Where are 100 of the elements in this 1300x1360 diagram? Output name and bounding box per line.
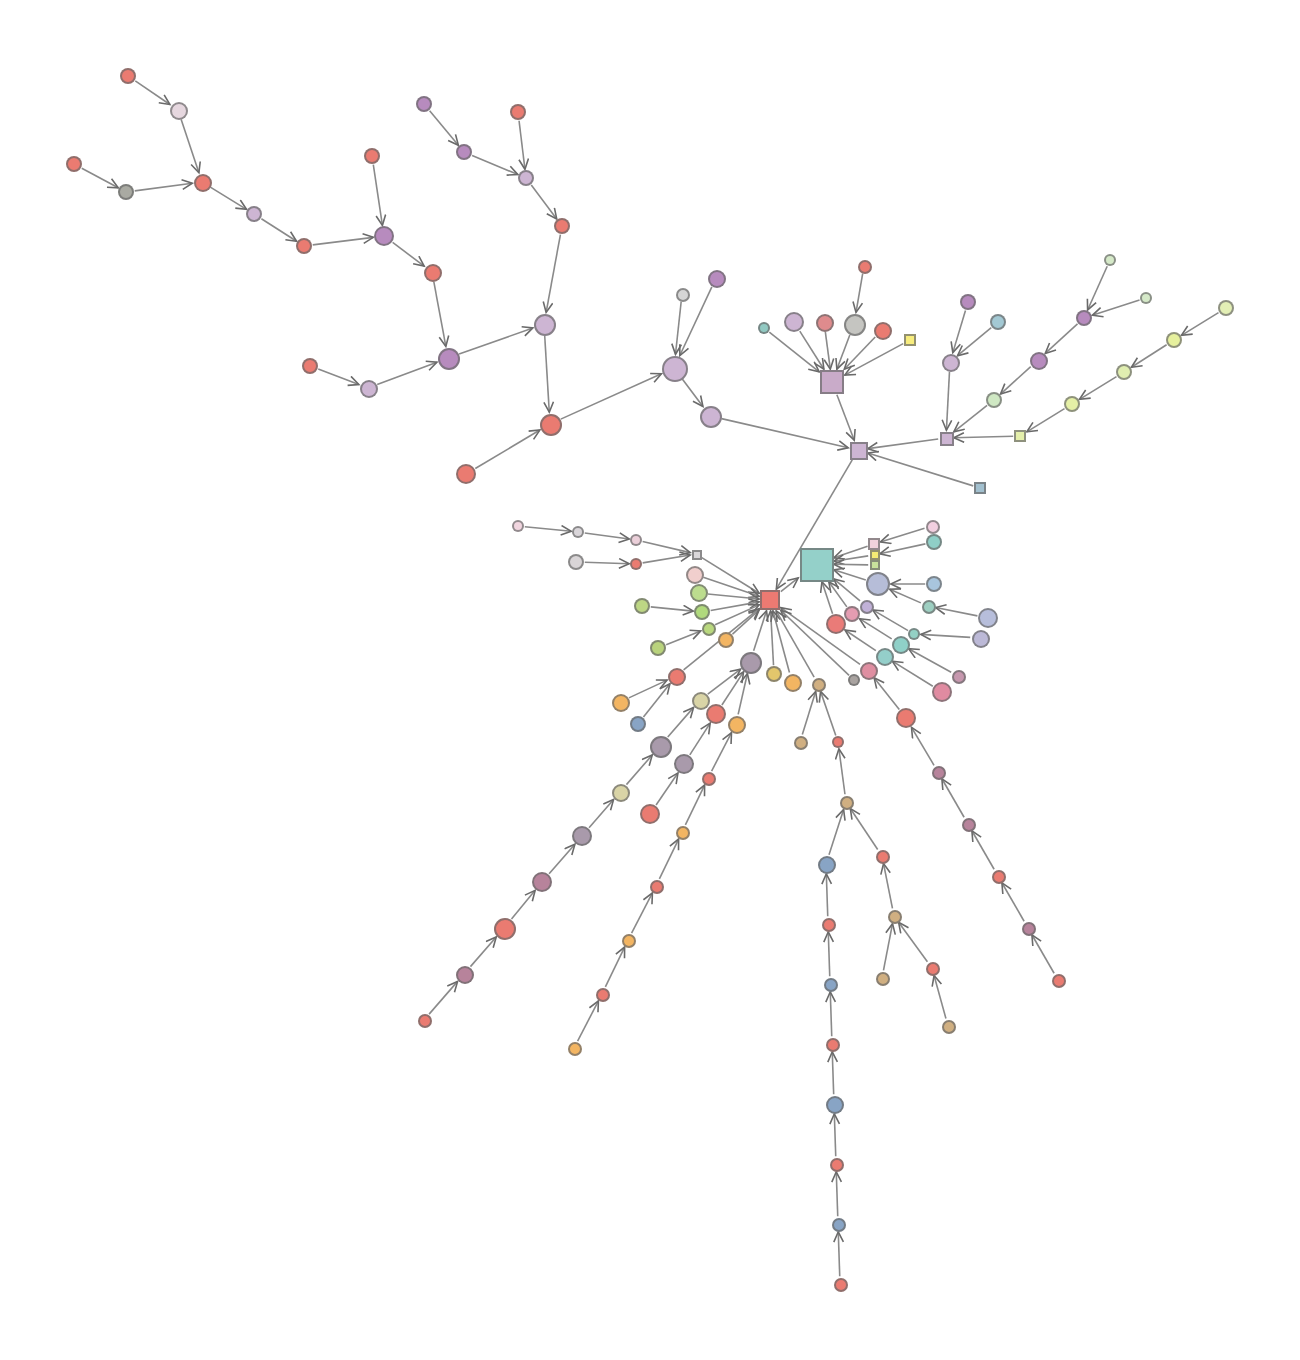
circle-node — [1140, 292, 1152, 304]
arrow — [731, 609, 760, 635]
arrow — [559, 372, 663, 420]
circle-node — [1064, 396, 1080, 412]
arrow — [770, 610, 791, 674]
circle-node — [859, 599, 873, 613]
circle-node — [706, 704, 726, 724]
circle-node — [887, 909, 901, 923]
circle-node — [875, 849, 889, 863]
circle-node — [826, 614, 846, 634]
circle-node — [815, 313, 833, 331]
circle-node — [649, 879, 663, 893]
arrow — [588, 798, 615, 829]
circle-node — [532, 872, 552, 892]
arrow — [971, 829, 995, 871]
arrow — [689, 722, 711, 756]
circle-node — [416, 96, 432, 112]
circle-node — [1116, 364, 1132, 380]
circle-node — [699, 405, 721, 427]
arrow — [642, 682, 671, 718]
arrow — [835, 334, 851, 370]
circle-node — [832, 736, 844, 748]
arrow — [799, 330, 825, 370]
arrow — [391, 241, 425, 267]
circle-node — [821, 917, 835, 931]
circle-node — [991, 869, 1005, 883]
circle-node — [456, 464, 476, 484]
circle-node — [793, 735, 807, 749]
arrow — [775, 610, 815, 679]
circle-node — [739, 651, 761, 673]
circle-node — [926, 576, 942, 592]
circle-node — [689, 584, 707, 602]
circle-node — [694, 604, 710, 620]
arrow — [888, 588, 922, 604]
circle-node — [423, 263, 441, 281]
circle-node — [649, 735, 671, 757]
circle-node — [595, 987, 609, 1001]
arrow — [833, 545, 869, 560]
square-node — [939, 431, 953, 445]
square-node — [974, 482, 986, 494]
arrow — [852, 272, 864, 314]
circle-node — [925, 519, 939, 533]
circle-node — [634, 598, 650, 614]
arrow — [823, 931, 835, 977]
arrow — [1044, 323, 1079, 355]
square-node — [1014, 430, 1026, 442]
circle-node — [823, 977, 837, 991]
circle-node — [931, 765, 945, 779]
arrow — [80, 167, 120, 189]
circle-node — [866, 572, 890, 596]
arrow — [720, 417, 849, 451]
arrow — [765, 610, 777, 666]
circle-node — [941, 353, 959, 371]
circle-node — [783, 673, 801, 691]
arrow — [474, 429, 541, 470]
arrow — [1078, 375, 1118, 401]
circle-node — [246, 206, 262, 222]
arrow — [768, 331, 820, 373]
circle-node — [758, 322, 770, 334]
square-node — [820, 370, 844, 394]
square-node — [869, 550, 879, 560]
arrow — [780, 609, 850, 677]
arrow — [469, 936, 498, 968]
arrow — [879, 527, 926, 545]
arrow — [666, 706, 695, 738]
circle-node — [640, 804, 660, 824]
square-node — [869, 560, 879, 570]
arrow — [941, 777, 965, 819]
arrow — [630, 892, 654, 934]
circle-node — [675, 287, 689, 301]
circle-node — [630, 534, 642, 546]
arrow — [879, 543, 927, 558]
arrow — [858, 617, 893, 640]
arrow — [584, 557, 630, 570]
circle-node — [1021, 921, 1035, 935]
arrow — [953, 431, 1014, 444]
arrow — [999, 365, 1032, 395]
circle-node — [701, 771, 715, 785]
circle-node — [630, 558, 642, 570]
arrow — [931, 974, 947, 1020]
circle-node — [829, 1157, 843, 1171]
circle-node — [554, 218, 570, 234]
square-node — [849, 441, 867, 459]
circle-node — [875, 647, 893, 665]
square-node — [691, 549, 701, 559]
circle-node — [691, 691, 709, 709]
circle-node — [1029, 351, 1047, 369]
circle-node — [296, 238, 312, 254]
circle-node — [169, 101, 187, 119]
arrow — [641, 551, 691, 564]
arrow — [737, 672, 751, 716]
arrow — [1026, 407, 1066, 433]
circle-node — [661, 355, 687, 381]
arrow — [871, 609, 909, 632]
circle-node — [926, 534, 942, 550]
circle-node — [825, 1095, 843, 1113]
arrow — [780, 606, 861, 666]
arrow — [134, 80, 171, 106]
arrow — [907, 647, 952, 674]
arrow — [953, 404, 988, 433]
